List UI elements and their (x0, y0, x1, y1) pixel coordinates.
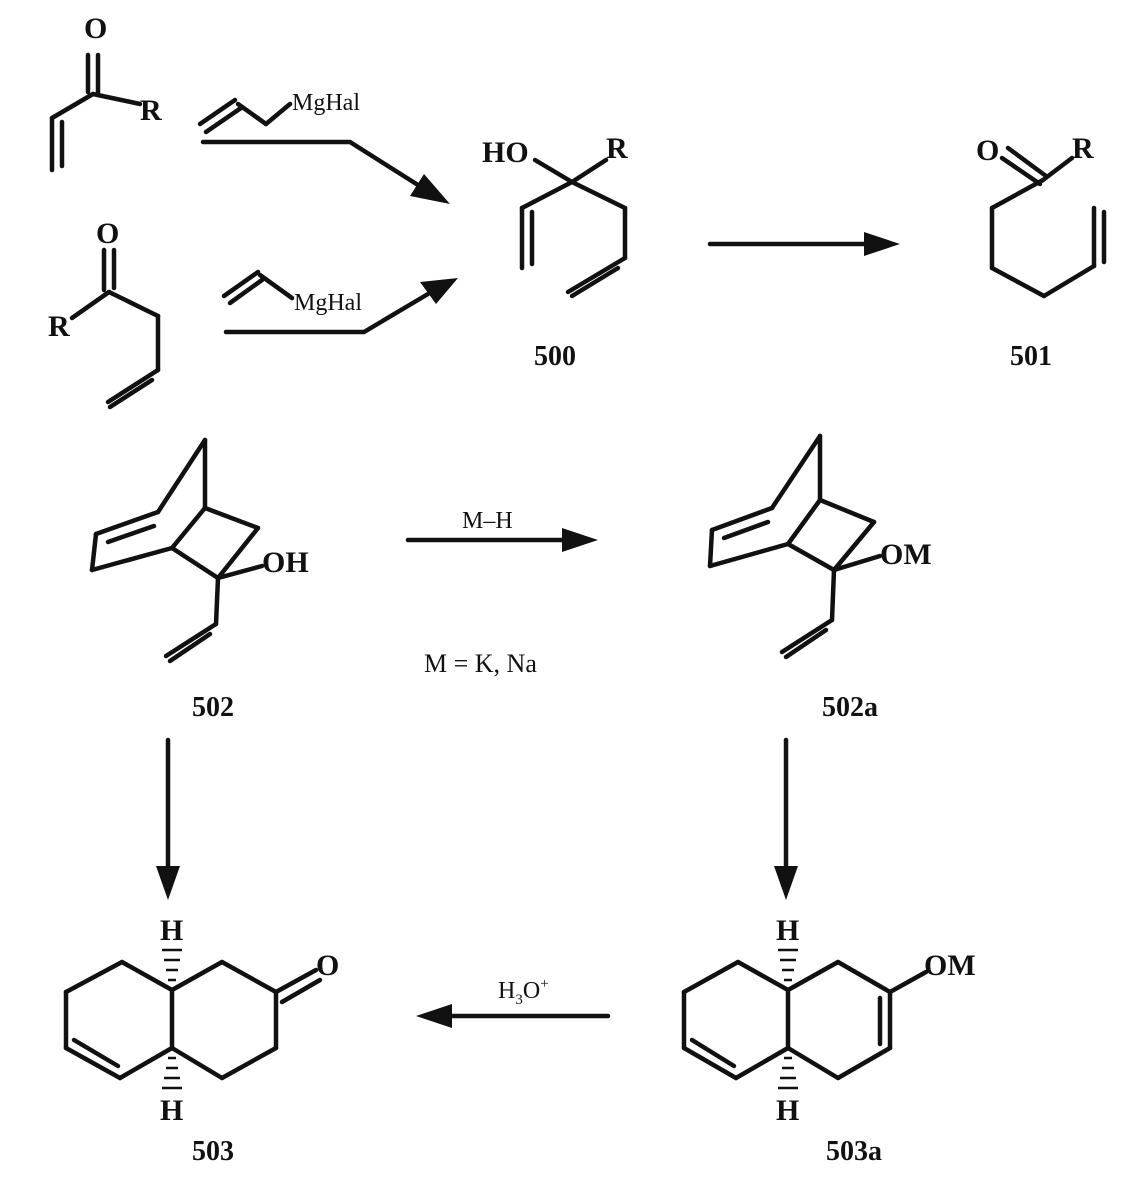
reagent-allyl-grignard: MgHal (197, 90, 360, 135)
arrow-ketone-to-500 (223, 278, 458, 335)
atom-R: R (606, 132, 628, 165)
arrow-502-to-502a: M–H M = K, Na (405, 508, 598, 678)
atom-R: R (1072, 132, 1094, 165)
reagent-vinyl-grignard: MgHal (221, 269, 362, 316)
arrow-enone-to-500 (200, 139, 450, 204)
structure-allyl-ketone: O R (48, 217, 161, 410)
atom-R: R (140, 94, 162, 127)
atom-O: O (96, 217, 119, 250)
structure-500: HO R 500 (482, 132, 628, 372)
atom-H-bottom: H (776, 1094, 799, 1127)
compound-label-502: 502 (192, 692, 234, 723)
structure-enone: O R (49, 12, 162, 173)
atom-OH: OH (262, 546, 309, 579)
atom-H-top: H (776, 914, 799, 947)
reagent-mghal-allyl: MgHal (292, 90, 360, 116)
compound-label-501: 501 (1010, 341, 1052, 372)
reagent-hydronium: H3O+ (498, 976, 549, 1008)
atom-HO: HO (482, 136, 529, 169)
atom-OM: OM (924, 949, 976, 982)
atom-O: O (84, 12, 107, 45)
atom-H-top: H (160, 914, 183, 947)
compound-label-500: 500 (534, 341, 576, 372)
structure-502: OH 502 (89, 437, 309, 723)
arrow-502a-to-503a (774, 737, 798, 900)
atom-R: R (48, 310, 70, 343)
compound-label-502a: 502a (822, 692, 878, 723)
arrow-502-to-503 (156, 737, 180, 900)
atom-OM: OM (880, 538, 932, 571)
reagent-mghal-vinyl: MgHal (294, 290, 362, 316)
structure-501: O R 501 (976, 132, 1107, 372)
structure-502a: OM 502a (707, 433, 932, 723)
arrow-503a-to-503: H3O+ (416, 976, 611, 1028)
atom-H-bottom: H (160, 1094, 183, 1127)
atom-O: O (316, 949, 339, 982)
condition-metal: M = K, Na (424, 649, 537, 678)
atom-O: O (976, 134, 999, 167)
reagent-metal-hydride: M–H (462, 508, 513, 534)
structure-503a: H H OM 503a (681, 914, 976, 1167)
compound-label-503: 503 (192, 1136, 234, 1167)
compound-label-503a: 503a (826, 1136, 882, 1167)
arrow-500-to-501 (707, 232, 900, 256)
structure-503: H H O 503 (63, 914, 339, 1167)
